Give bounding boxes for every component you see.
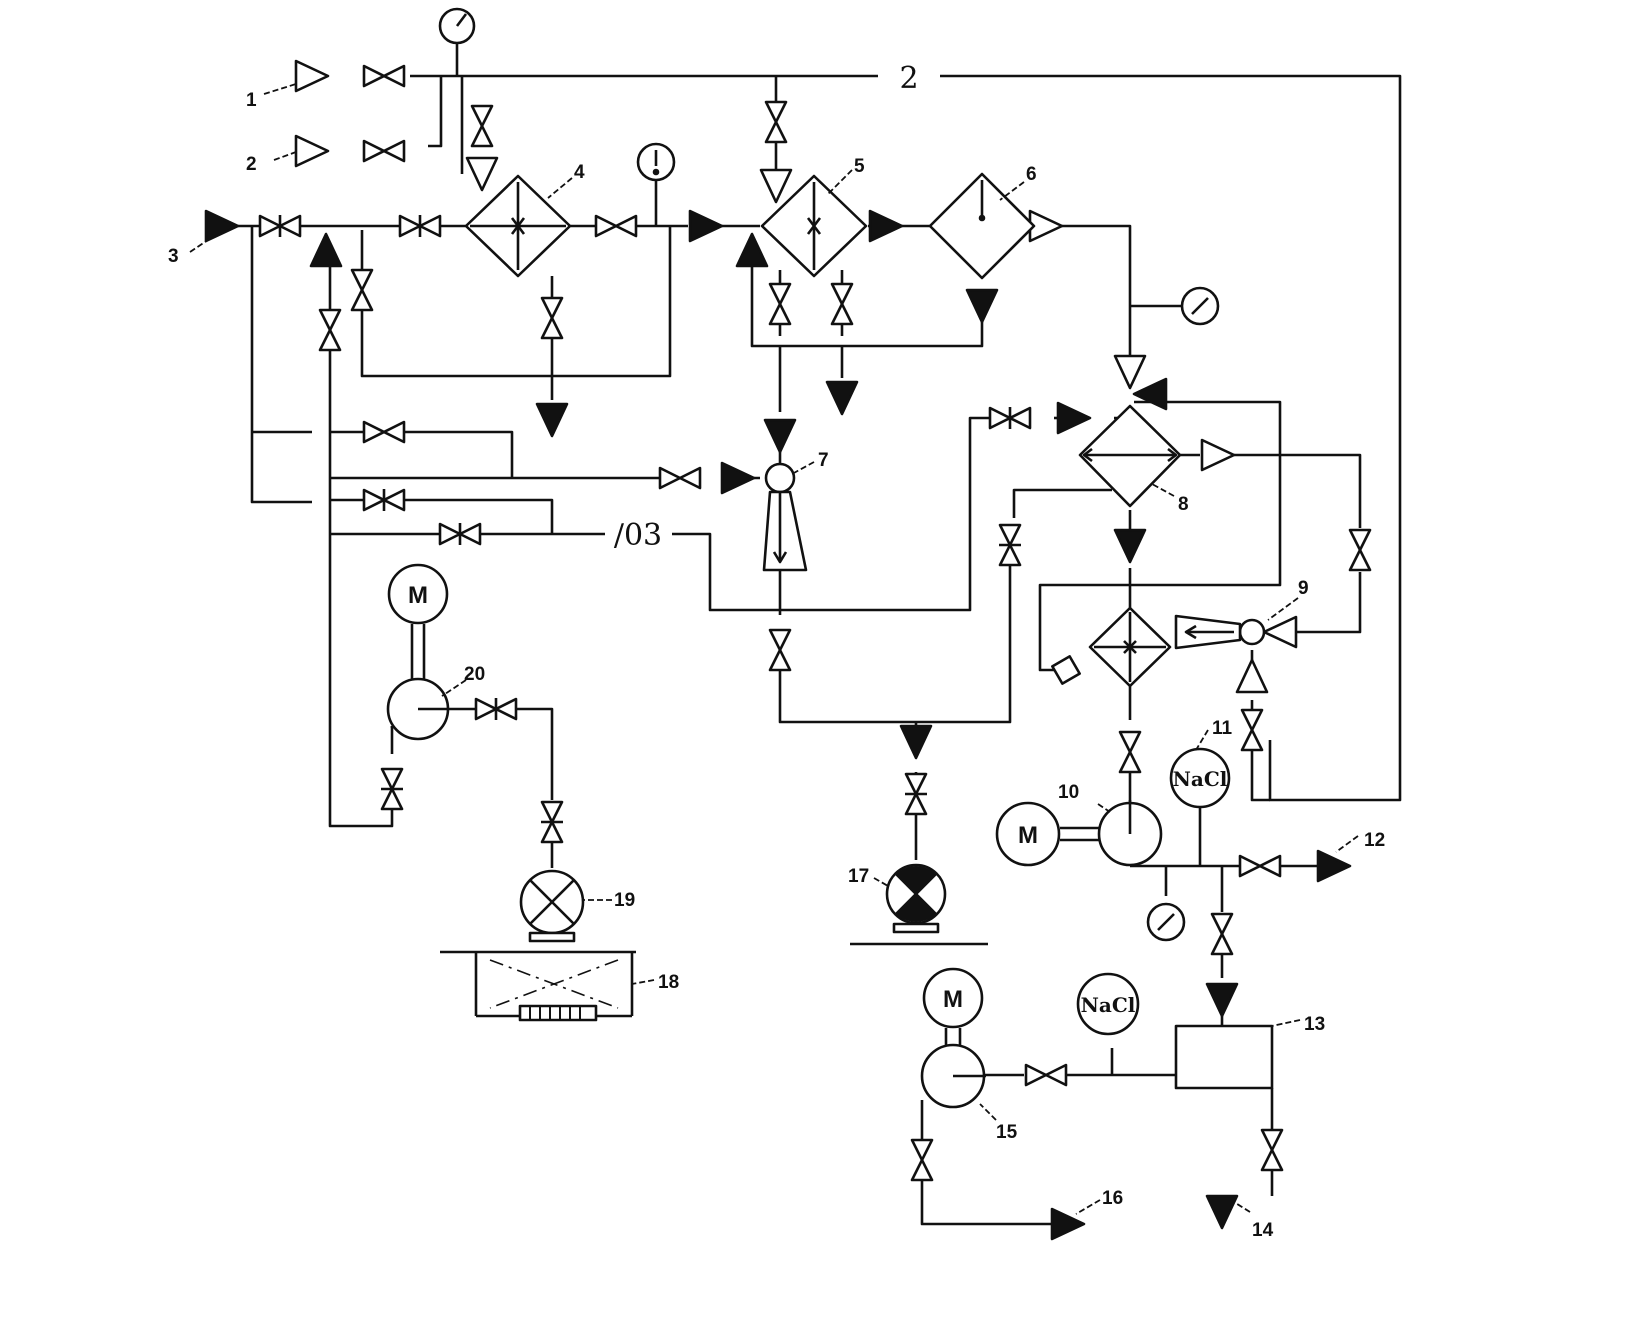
pump-17 <box>850 863 988 946</box>
motor-15-symbol: M <box>943 986 963 1013</box>
tank-18 <box>440 950 636 1022</box>
filter-5 <box>760 174 868 278</box>
label-19: 19 <box>614 890 635 911</box>
indicator-instrument <box>636 142 676 226</box>
label-leaders <box>189 83 1359 1215</box>
pressure-gauge-top <box>438 7 476 76</box>
filter-4 <box>464 174 572 278</box>
pressure-gauge-bottom <box>1146 902 1186 942</box>
motor-10-symbol: M <box>1018 822 1038 849</box>
label-20: 20 <box>464 664 485 685</box>
label-11: 11 <box>1212 718 1233 739</box>
filter-8 <box>1078 404 1182 508</box>
pump-10 <box>995 800 1163 867</box>
label-15: 15 <box>996 1122 1018 1143</box>
pressure-gauge-right <box>1180 286 1220 326</box>
label-17: 17 <box>848 866 869 887</box>
line-mark-03: /03 <box>614 518 662 553</box>
nacl-tank-lower <box>1076 972 1140 1036</box>
motor-20-symbol: M <box>408 582 428 609</box>
label-1: 1 <box>246 90 257 111</box>
filter-6 <box>928 172 1036 280</box>
label-2: 2 <box>246 154 257 175</box>
label-14: 14 <box>1252 1220 1274 1241</box>
nacl-tank-11 <box>1169 747 1231 809</box>
pump-19 <box>519 869 585 943</box>
label-7: 7 <box>818 450 829 471</box>
label-9: 9 <box>1298 578 1309 599</box>
nacl-11-symbol: NaCl <box>1173 767 1228 791</box>
pump-15 <box>920 967 986 1109</box>
component-labels: 1 2 3 4 5 6 7 8 9 10 11 12 13 14 15 16 1… <box>168 90 1385 1241</box>
tank-13 <box>1174 1024 1274 1090</box>
label-12: 12 <box>1364 830 1385 851</box>
ejector-9 <box>1174 614 1266 650</box>
ejector-7 <box>762 462 808 572</box>
label-6: 6 <box>1026 164 1037 185</box>
label-5: 5 <box>854 156 865 177</box>
filter-secondary <box>1051 606 1172 688</box>
label-13: 13 <box>1304 1014 1325 1035</box>
label-18: 18 <box>658 972 679 993</box>
label-16: 16 <box>1102 1188 1123 1209</box>
line-mark-2: 2 <box>899 61 918 96</box>
label-4: 4 <box>574 162 585 183</box>
nacl-lower-symbol: NaCl <box>1081 993 1136 1017</box>
label-8: 8 <box>1178 494 1189 515</box>
label-10: 10 <box>1058 782 1079 803</box>
label-3: 3 <box>168 246 179 267</box>
pump-20 <box>386 563 450 741</box>
